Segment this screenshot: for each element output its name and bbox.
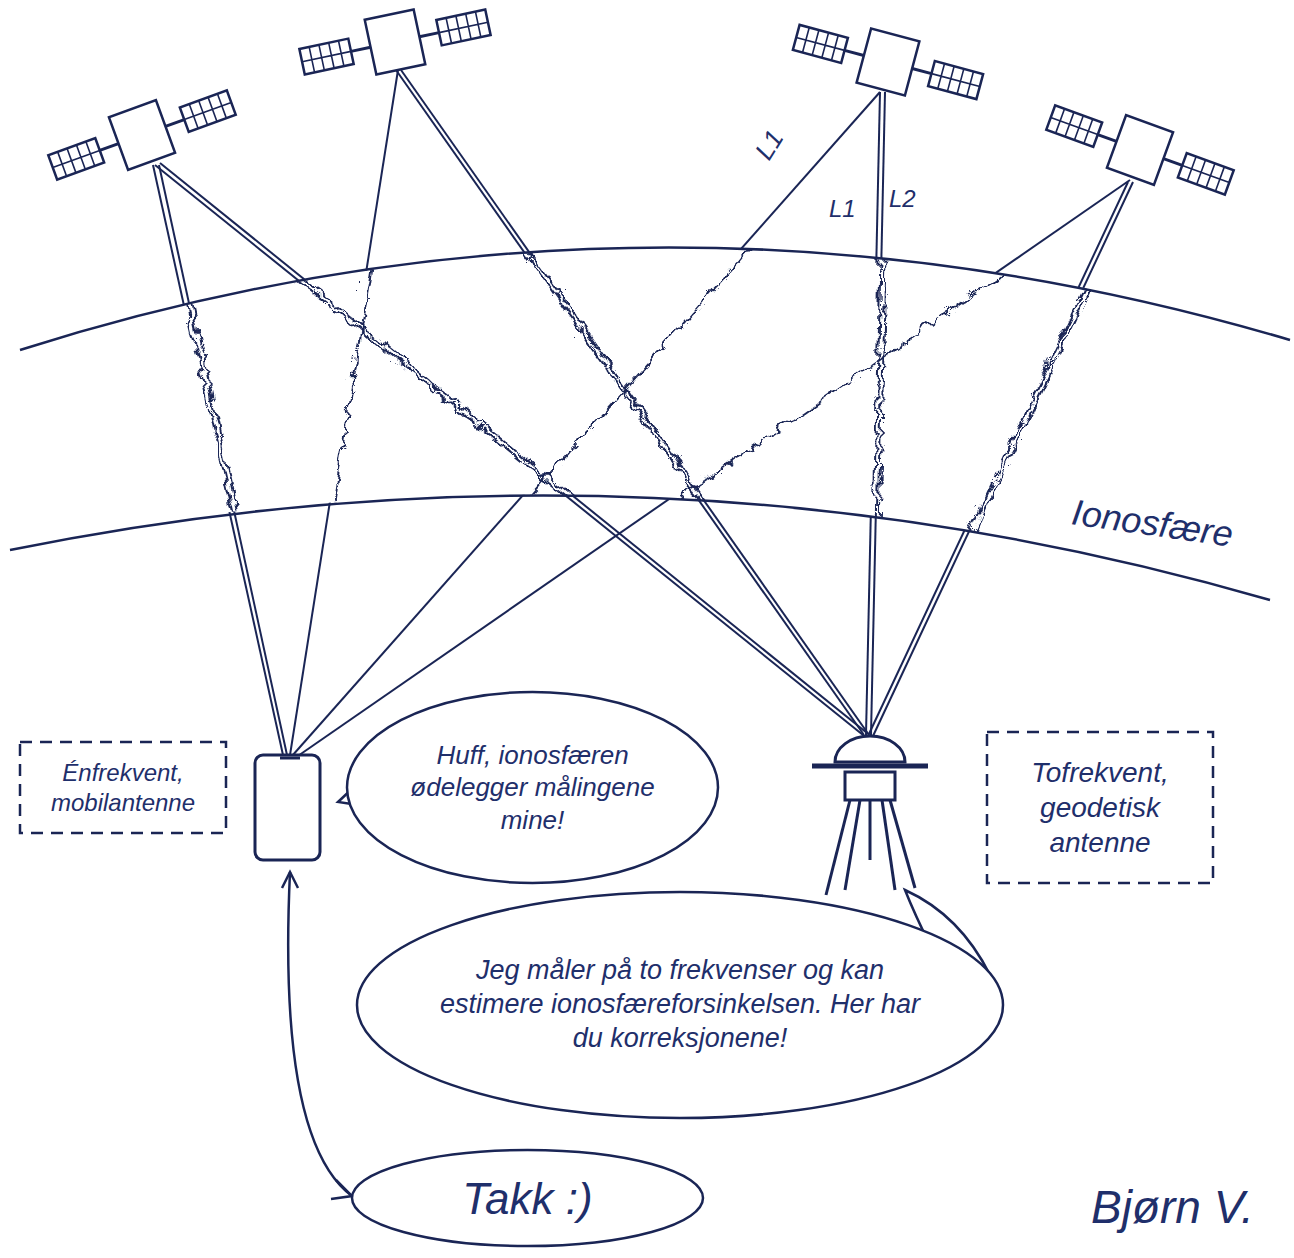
speech-bubble: Takk :) [350, 1148, 705, 1248]
node-text: Takk :) [393, 1171, 663, 1226]
node-text: Jeg måler på to frekvenser og kan estime… [433, 954, 927, 1055]
node-text: Tofrekvent, geodetisk antenne [995, 755, 1205, 860]
dashed-outline [18, 740, 228, 835]
node-text: Tofrekvent, geodetisk antenne [995, 755, 1205, 860]
geodetic-antenna [812, 736, 928, 895]
reply-arrow [288, 872, 352, 1196]
satellite [789, 10, 987, 113]
speech-bubble: Huff, ionosfæren ødelegger målingene min… [345, 690, 720, 885]
satellite [296, 0, 493, 89]
node-text: Huff, ionosfæren ødelegger målingene min… [390, 739, 675, 837]
frequency-label: L1 [748, 122, 791, 167]
layer-label: Ionosfære [1066, 492, 1238, 555]
frequency-label: L2 [886, 186, 919, 212]
signal-path [153, 70, 1133, 758]
signal-path [153, 70, 1133, 758]
node-text: Énfrekvent, mobilantenne [28, 758, 218, 818]
node-text: Énfrekvent, mobilantenne [28, 758, 218, 818]
satellite [1041, 91, 1239, 209]
node-text: Jeg måler på to frekvenser og kan estime… [433, 954, 927, 1055]
node-text: Takk :) [393, 1171, 663, 1226]
antenna-label-box: Énfrekvent, mobilantenne [18, 740, 228, 835]
satellite [43, 76, 241, 194]
ionosphere-boundary [20, 247, 1290, 350]
speech-bubble: Jeg måler på to frekvenser og kan estime… [355, 890, 1005, 1120]
signature: Bjørn V. [1088, 1182, 1257, 1233]
antenna-label-box: Tofrekvent, geodetisk antenne [985, 730, 1215, 885]
frequency-label: L1 [826, 196, 859, 222]
mobile-phone [255, 755, 320, 860]
node-text: Huff, ionosfæren ødelegger målingene min… [390, 739, 675, 837]
